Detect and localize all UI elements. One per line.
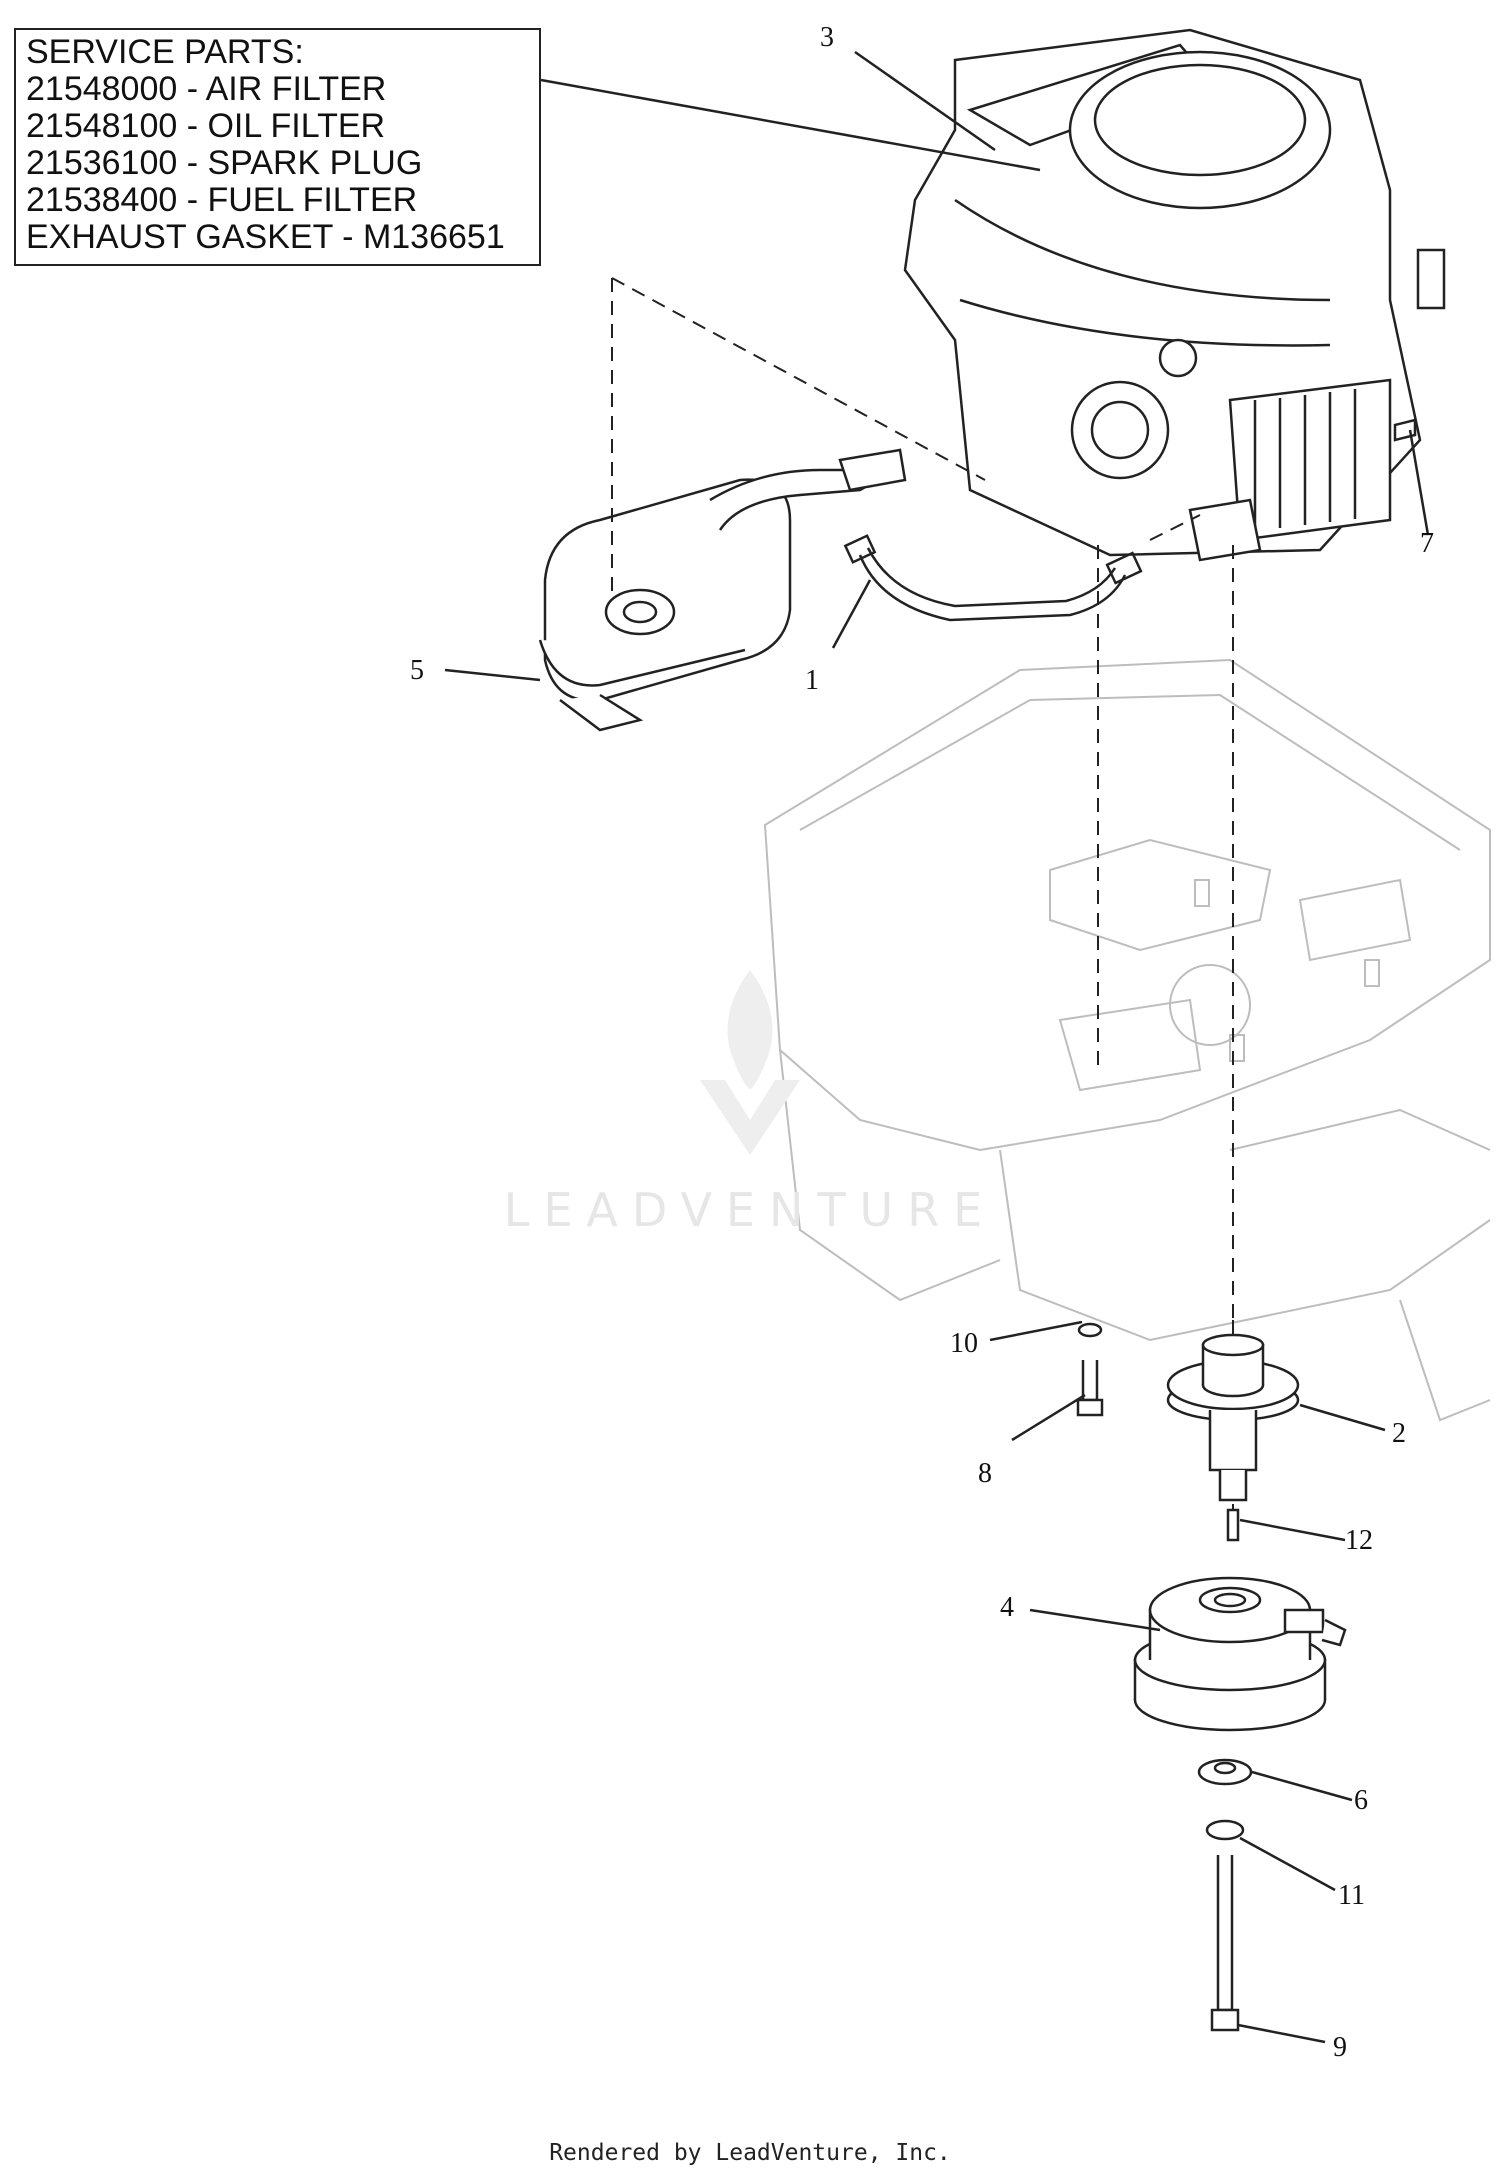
leader-lines [444, 50, 1430, 2044]
footer-credit: Rendered by LeadVenture, Inc. [549, 2140, 951, 2166]
callout-4: 4 [1000, 1592, 1014, 1623]
engine-drawing [903, 28, 1446, 562]
fuel-hose-drawing [843, 534, 1143, 622]
service-part-air-filter: 21548000 - AIR FILTER [26, 70, 387, 108]
callout-8: 8 [978, 1458, 992, 1489]
service-part-fuel-filter: 21538400 - FUEL FILTER [26, 181, 418, 219]
callout-9: 9 [1333, 2032, 1347, 2063]
hardware-drawing [1076, 418, 1417, 2032]
chassis-frame [763, 658, 1491, 1422]
service-parts-heading: SERVICE PARTS: [26, 33, 304, 71]
callout-1: 1 [805, 665, 819, 696]
callout-11: 11 [1338, 1880, 1365, 1911]
pto-clutch-drawing [1133, 1576, 1347, 1732]
callout-6: 6 [1354, 1785, 1368, 1816]
callout-7: 7 [1420, 528, 1434, 559]
callout-12: 12 [1345, 1525, 1373, 1556]
leadventure-logo-icon [700, 970, 800, 1155]
service-part-oil-filter: 21548100 - OIL FILTER [26, 107, 386, 145]
callout-10: 10 [950, 1328, 978, 1359]
callout-5: 5 [410, 655, 424, 686]
key-drawing [1226, 1508, 1240, 1542]
muffler-drawing [538, 448, 907, 732]
assembly-dash-lines [611, 277, 1234, 1540]
watermark-text: LEADVENTURE [503, 1183, 997, 1237]
callout-3: 3 [820, 22, 834, 53]
callout-2: 2 [1392, 1418, 1406, 1449]
pulley-drawing [1166, 1333, 1300, 1502]
service-part-exhaust-gasket: EXHAUST GASKET - M136651 [26, 218, 505, 256]
service-parts-box: SERVICE PARTS: 21548000 - AIR FILTER 215… [14, 28, 541, 266]
service-part-spark-plug: 21536100 - SPARK PLUG [26, 144, 423, 182]
